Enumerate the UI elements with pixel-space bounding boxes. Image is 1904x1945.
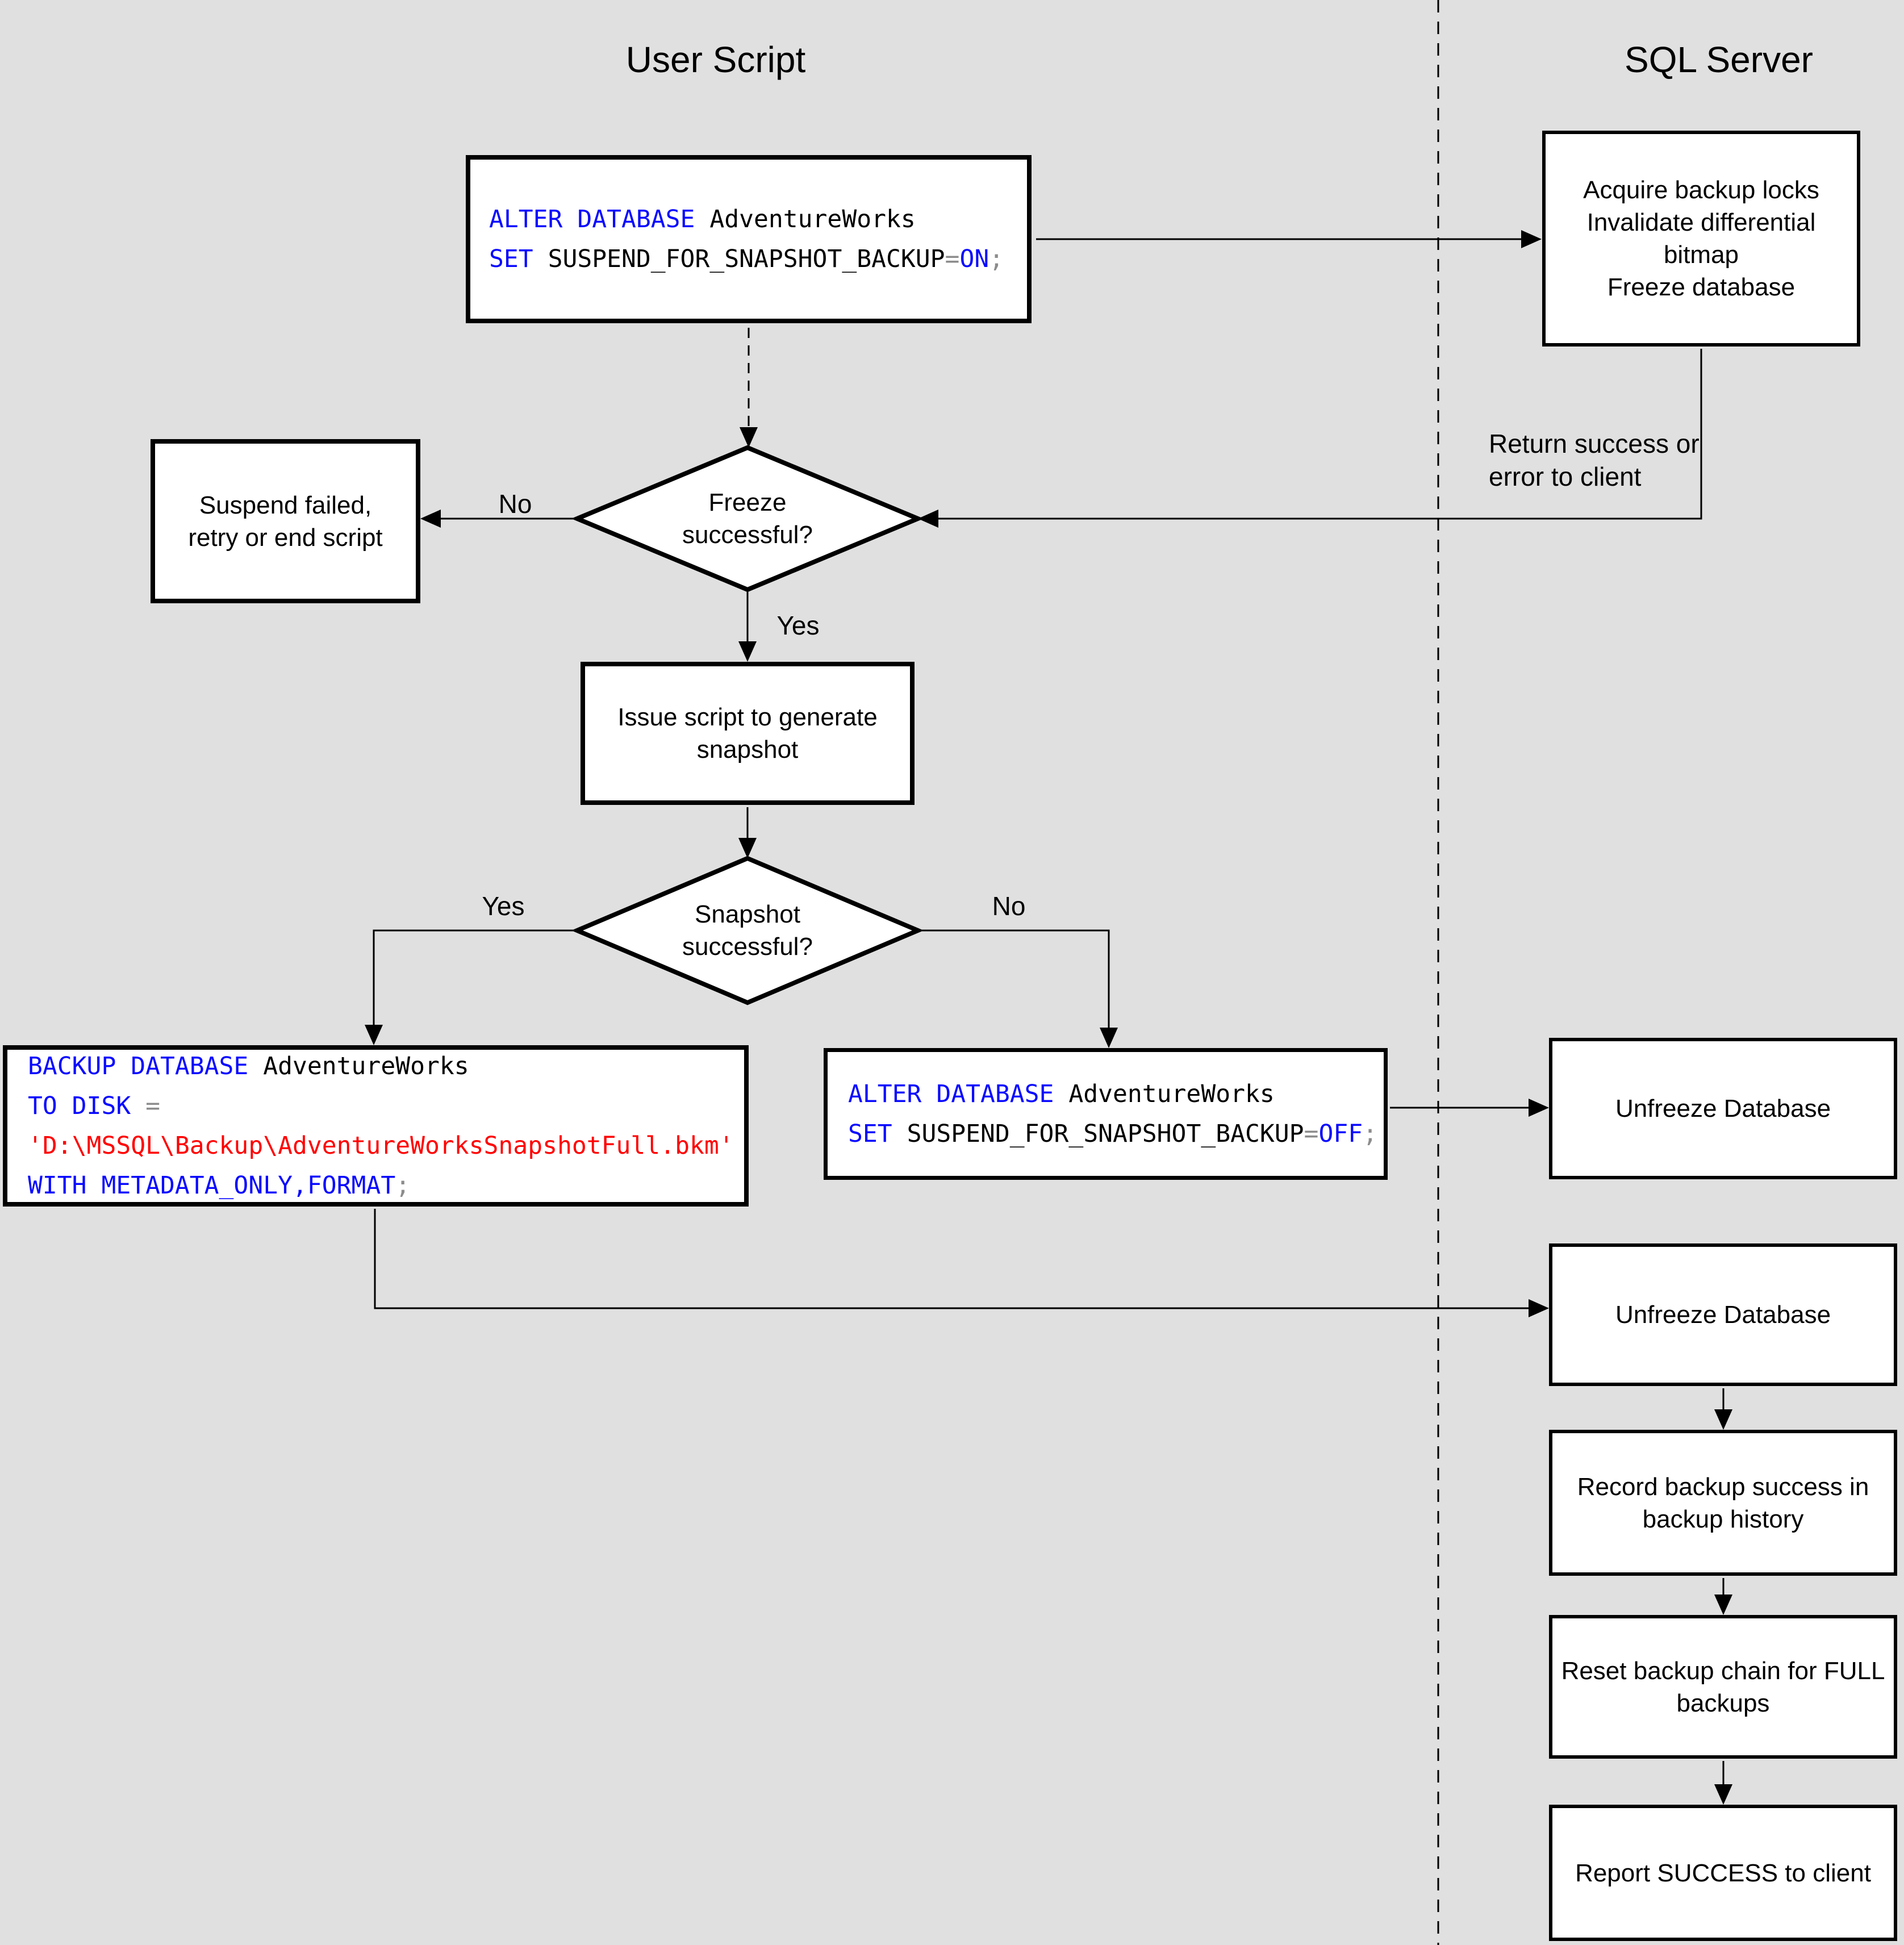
code-line: TO DISK = xyxy=(28,1092,160,1120)
connector-backup-to-unfreeze2 xyxy=(374,1209,1549,1317)
edge-label-freeze-yes: Yes xyxy=(776,611,820,640)
node-issue-script-text: Issue script to generate snapshot xyxy=(617,703,878,763)
node-report-success: Report SUCCESS to client xyxy=(1549,1805,1897,1941)
edge-label-snapshot-no: No xyxy=(992,891,1026,921)
snapshot-decision-label: Snapshot successful? xyxy=(682,900,813,961)
node-reset-backup-chain: Reset backup chain for FULL backups xyxy=(1549,1615,1897,1759)
edge-label-return-success: Return success or error to client xyxy=(1489,429,1700,491)
node-unfreeze-database-1: Unfreeze Database xyxy=(1549,1038,1897,1179)
code-line: WITH METADATA_ONLY,FORMAT; xyxy=(28,1171,411,1200)
snapshot-decision-diamond xyxy=(571,855,924,1005)
freeze-decision-label: Freeze successful? xyxy=(682,489,813,549)
edge-label-freeze-no: No xyxy=(498,489,532,519)
node-unfreeze-database-2-text: Unfreeze Database xyxy=(1615,1301,1831,1329)
node-record-backup-history: Record backup success in backup history xyxy=(1549,1430,1897,1576)
node-unfreeze-database-1-text: Unfreeze Database xyxy=(1615,1095,1831,1122)
freeze-decision-diamond xyxy=(571,445,924,592)
connector-snapshot-yes-to-backup xyxy=(365,929,577,1045)
code-line: ALTER DATABASE AdventureWorks xyxy=(848,1080,1275,1108)
connector-acquire-to-freeze-decision xyxy=(918,349,1702,528)
code-line: BACKUP DATABASE AdventureWorks xyxy=(28,1052,469,1080)
edge-label-snapshot-yes: Yes xyxy=(482,891,525,921)
node-report-success-text: Report SUCCESS to client xyxy=(1575,1859,1871,1887)
lane-title-sql-server: SQL Server xyxy=(1625,39,1813,80)
node-backup-database: BACKUP DATABASE AdventureWorks TO DISK = '… xyxy=(3,1045,749,1207)
code-line: SET SUSPEND_FOR_SNAPSHOT_BACKUP=OFF; xyxy=(848,1120,1377,1148)
node-issue-script: Issue script to generate snapshot xyxy=(581,662,915,805)
lane-title-user-script: User Script xyxy=(625,39,806,80)
code-line: ALTER DATABASE AdventureWorks xyxy=(489,205,916,233)
node-unfreeze-database-2: Unfreeze Database xyxy=(1549,1243,1897,1386)
connector-snapshot-no-to-alteroff xyxy=(918,929,1118,1048)
node-reset-backup-chain-text: Reset backup chain for FULL backups xyxy=(1561,1656,1885,1717)
node-acquire-locks-text: Acquire backup locks Invalidate differen… xyxy=(1583,176,1819,301)
node-acquire-locks: Acquire backup locks Invalidate differen… xyxy=(1542,131,1860,347)
code-line: SET SUSPEND_FOR_SNAPSHOT_BACKUP=ON; xyxy=(489,245,1004,273)
node-suspend-failed-text: Suspend failed, retry or end script xyxy=(188,491,383,552)
node-suspend-failed: Suspend failed, retry or end script xyxy=(151,439,420,603)
node-record-backup-history-text: Record backup success in backup history xyxy=(1577,1472,1869,1533)
code-line: 'D:\MSSQL\Backup\AdventureWorksSnapshotF… xyxy=(28,1132,734,1160)
